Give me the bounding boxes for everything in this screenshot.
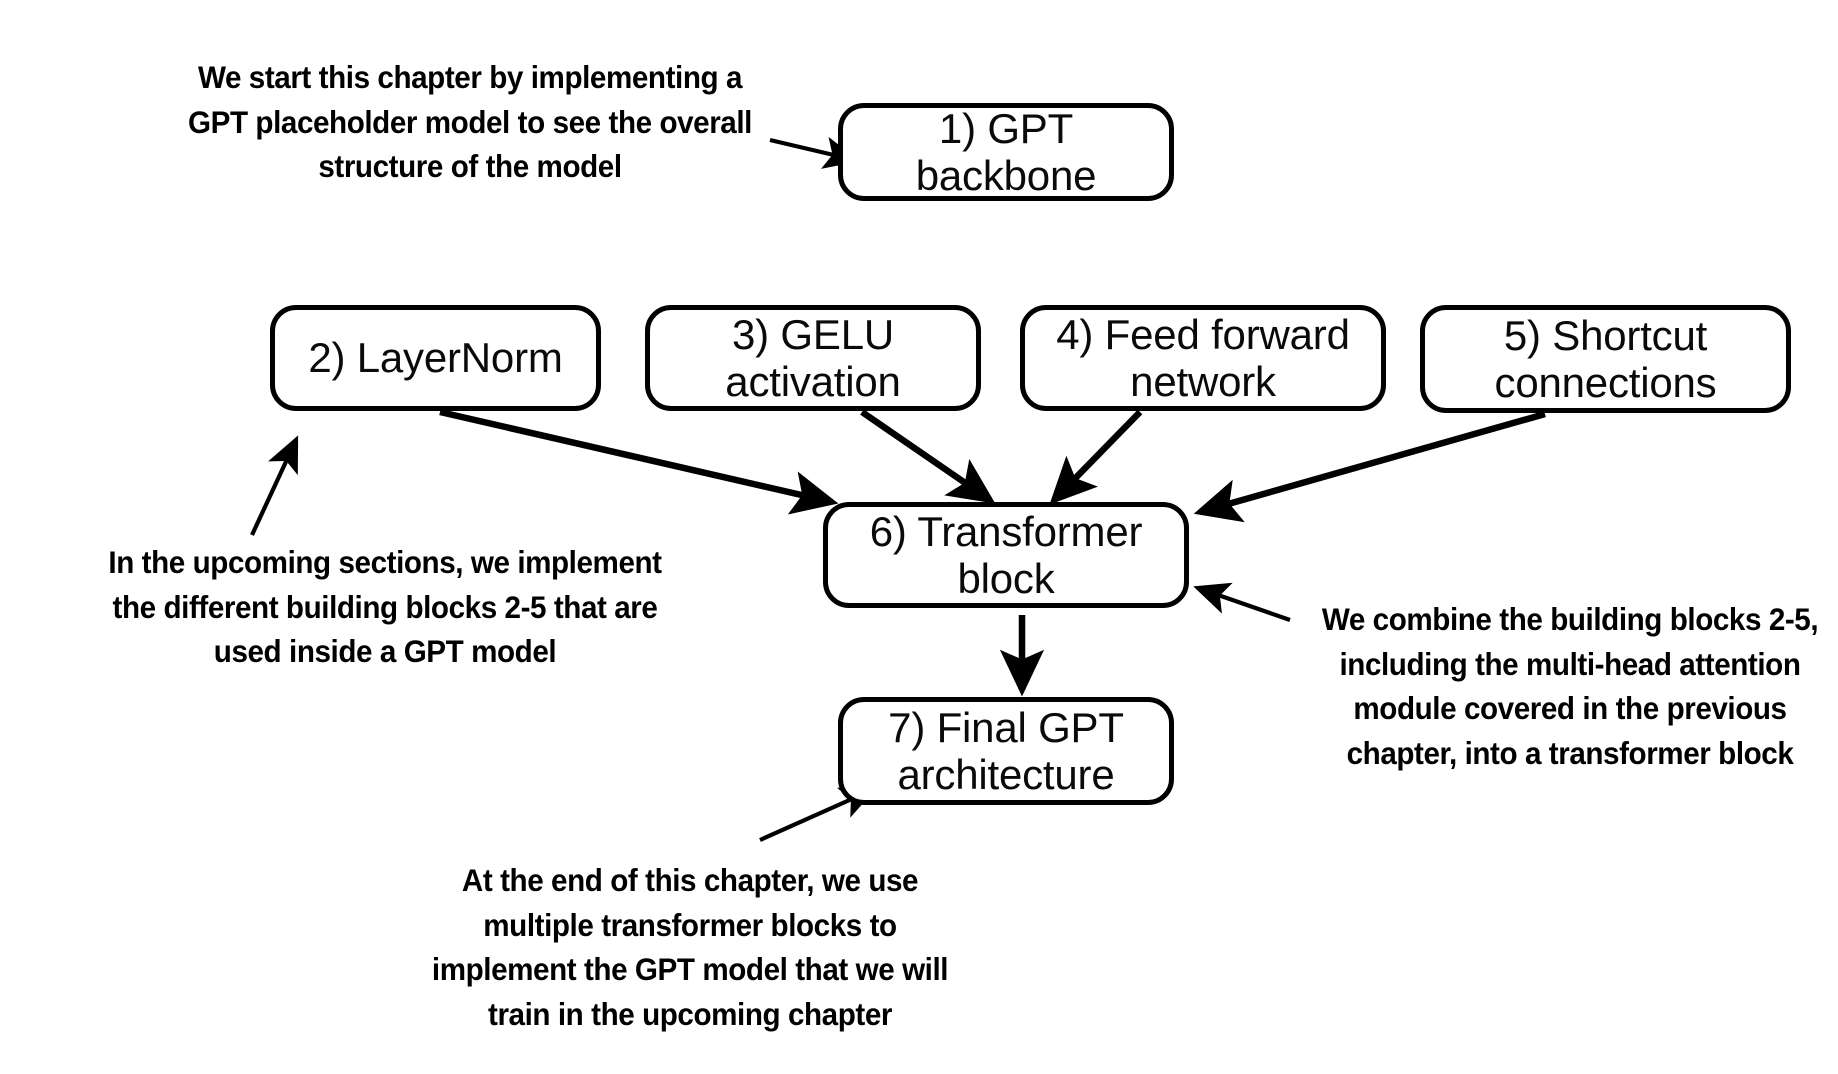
annotation-final-chapter-note: At the end of this chapter, we use multi…	[431, 862, 949, 1033]
node-final-gpt-architecture-label: 7) Final GPT architecture	[888, 703, 1124, 798]
annotation-combine-blocks-note: We combine the building blocks 2-5, incl…	[1321, 601, 1819, 772]
edge-gelu-activation-to-transformer-block	[860, 409, 996, 504]
annotation-building-blocks-note: In the upcoming sections, we implement t…	[108, 544, 662, 670]
node-gelu-activation-label: 3) GELU activation	[725, 310, 901, 405]
node-feed-forward-network[interactable]: 4) Feed forward network	[1020, 305, 1386, 411]
edge-shortcut-to-transformer-block	[1193, 410, 1546, 523]
node-shortcut-connections-label: 5) Shortcut connections	[1494, 311, 1717, 406]
node-transformer-block-label: 6) Transformer block	[869, 507, 1143, 602]
node-layernorm[interactable]: 2) LayerNorm	[270, 305, 601, 411]
edge-layernorm-to-transformer-block	[439, 408, 839, 515]
node-layernorm-label: 2) LayerNorm	[308, 334, 563, 382]
node-feed-forward-network-label: 4) Feed forward network	[1056, 310, 1350, 405]
node-gpt-backbone[interactable]: 1) GPT backbone	[838, 103, 1174, 201]
node-transformer-block[interactable]: 6) Transformer block	[823, 502, 1189, 608]
edge-combine-blocks-note-to-transformer-block	[1193, 582, 1291, 622]
node-final-gpt-architecture[interactable]: 7) Final GPT architecture	[838, 697, 1174, 805]
annotation-intro-note: We start this chapter by implementing a …	[188, 59, 752, 185]
node-shortcut-connections[interactable]: 5) Shortcut connections	[1420, 305, 1791, 413]
edge-feed-forward-to-transformer-block	[1049, 409, 1143, 505]
node-gelu-activation[interactable]: 3) GELU activation	[645, 305, 981, 411]
edge-building-blocks-note-to-layernorm	[250, 435, 299, 536]
node-gpt-backbone-label: 1) GPT backbone	[915, 104, 1097, 199]
